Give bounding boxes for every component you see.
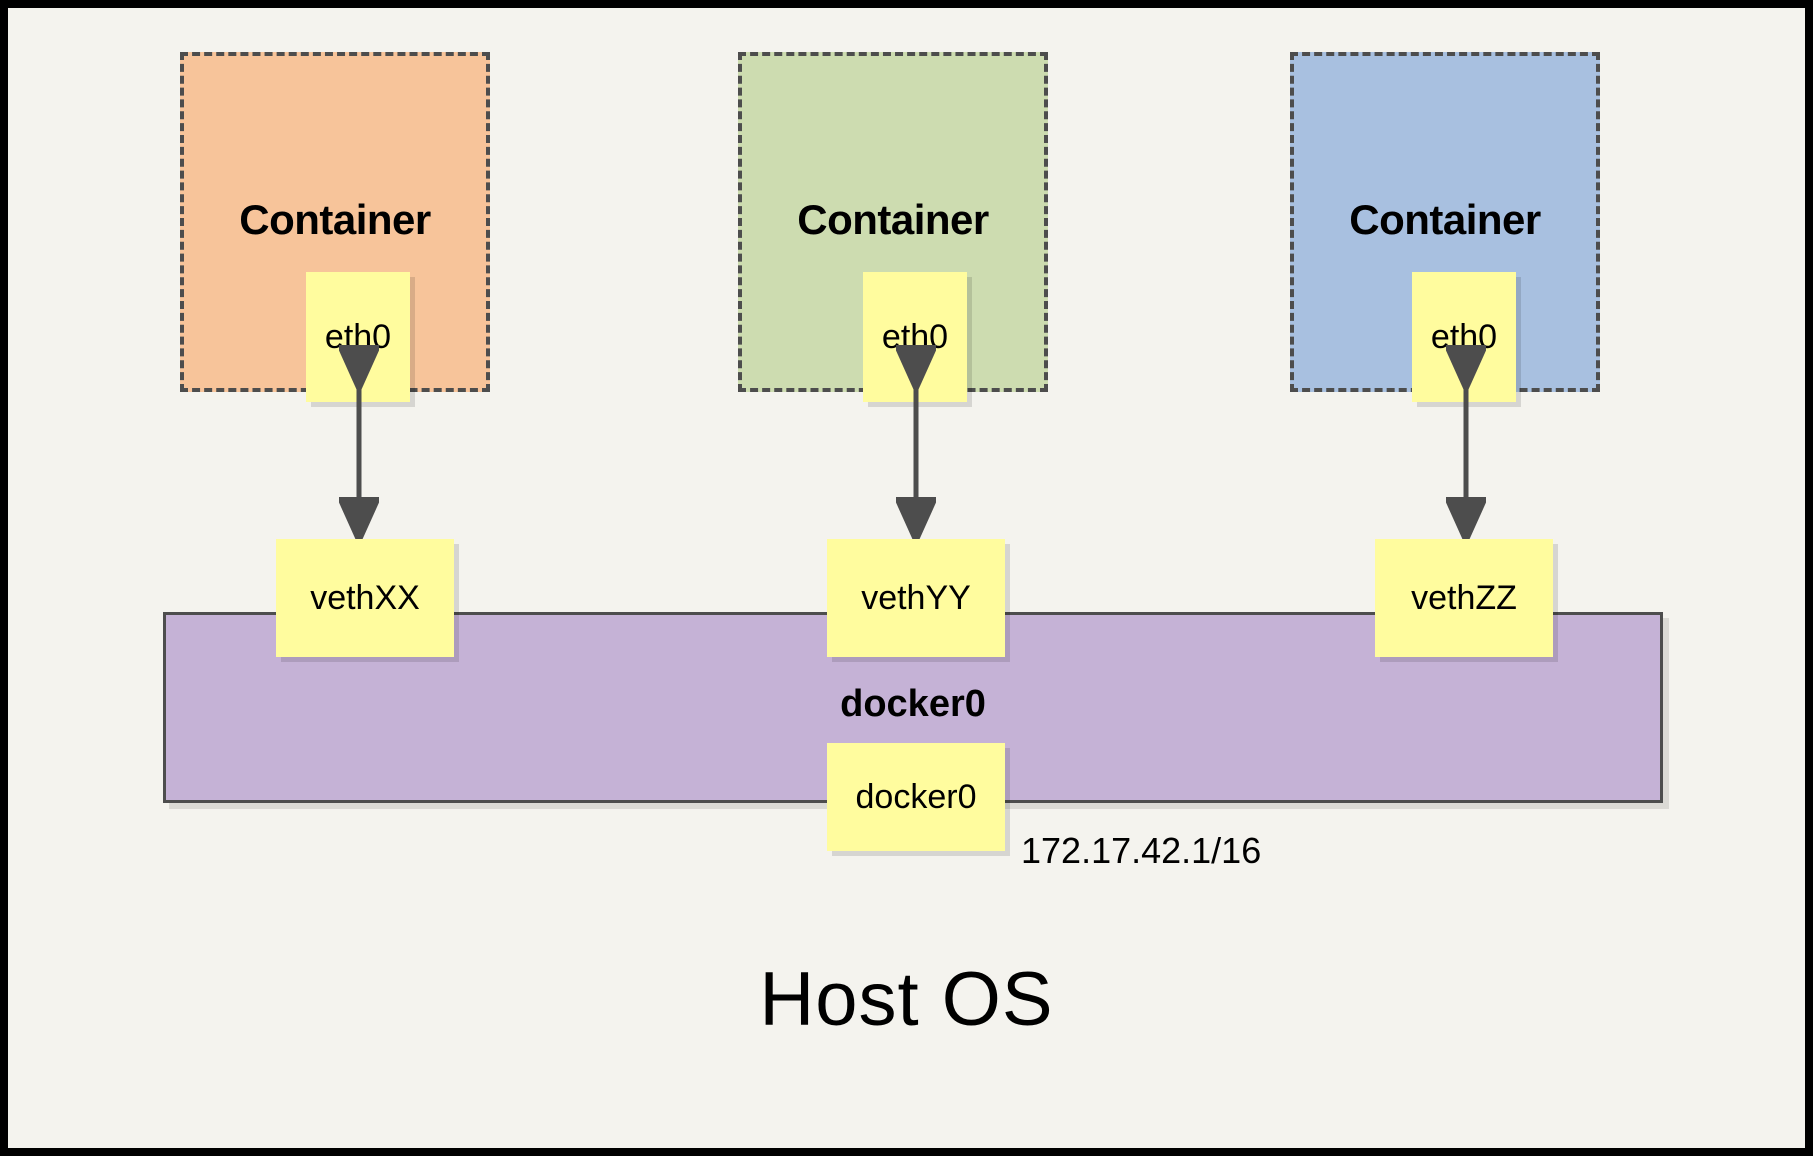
veth-link-arrow-3 (1446, 345, 1486, 547)
veth-box-1: vethXX (276, 539, 454, 657)
eth0-box-2: eth0 (863, 272, 967, 402)
container-title-1: Container (239, 196, 431, 243)
veth-link-arrow-2 (896, 345, 936, 547)
container-title-3: Container (1349, 196, 1541, 243)
veth-box-3: vethZZ (1375, 539, 1553, 657)
diagram-canvas: Container Container Container eth0 eth0 … (8, 8, 1805, 1148)
container-title-2: Container (797, 196, 989, 243)
veth-box-2: vethYY (827, 539, 1005, 657)
docker0-ip-address: 172.17.42.1/16 (1021, 830, 1262, 871)
veth-link-arrow-1 (339, 345, 379, 547)
veth-label-2: vethYY (861, 579, 971, 617)
docker0-port-box: docker0 (827, 743, 1005, 851)
veth-label-1: vethXX (310, 579, 420, 617)
docker0-port-label: docker0 (855, 778, 977, 816)
docker0-bridge-label: docker0 (840, 683, 986, 725)
host-os-title: Host OS (759, 957, 1054, 1042)
veth-label-3: vethZZ (1411, 579, 1517, 617)
